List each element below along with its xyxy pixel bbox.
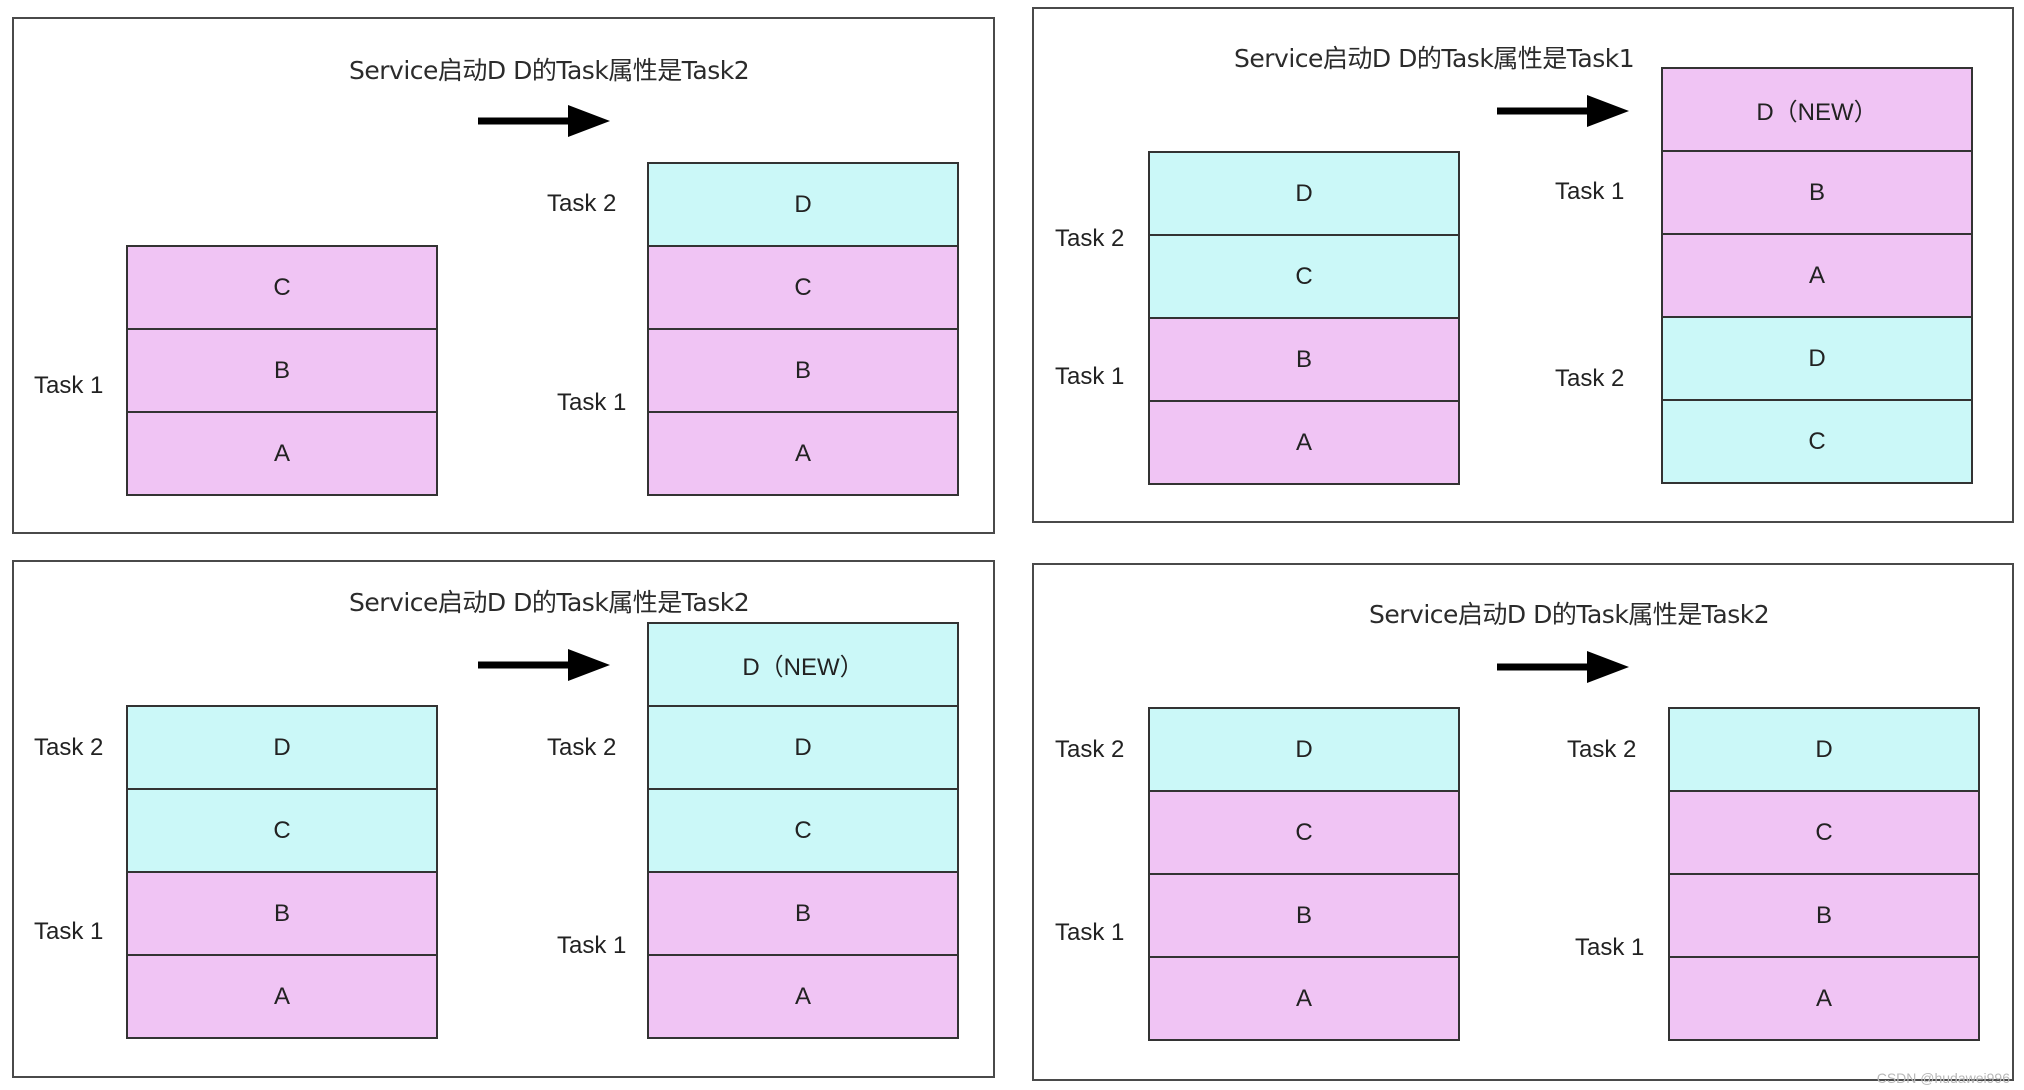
activity-b: B <box>128 873 436 956</box>
panel-2: Service启动D D的Task属性是Task1 Task 2 Task 1 … <box>1032 7 2014 523</box>
panel-1: Service启动D D的Task属性是Task2 Task 1 C B A T… <box>12 17 995 534</box>
activity-d: D <box>1150 153 1458 236</box>
activity-d: D <box>1663 318 1971 401</box>
task-label: Task 1 <box>34 372 104 399</box>
activity-a: A <box>1150 958 1458 1039</box>
activity-d-new: D（NEW） <box>1663 69 1971 152</box>
task-label: Task 2 <box>1055 225 1125 252</box>
task-label: Task 2 <box>547 734 617 761</box>
task-label: Task 1 <box>1055 363 1125 390</box>
activity-b: B <box>1663 152 1971 235</box>
activity-b: B <box>649 873 957 956</box>
activity-a: A <box>128 413 436 494</box>
activity-c: C <box>649 790 957 873</box>
activity-b: B <box>1150 875 1458 958</box>
activity-a: A <box>1150 402 1458 483</box>
activity-a: A <box>1670 958 1978 1039</box>
activity-c: C <box>1663 401 1971 482</box>
activity-b: B <box>1670 875 1978 958</box>
task-label: Task 2 <box>1567 736 1637 763</box>
task-label: Task 2 <box>34 734 104 761</box>
panel-4: Service启动D D的Task属性是Task2 Task 2 Task 1 … <box>1032 563 2014 1081</box>
activity-c: C <box>1150 236 1458 319</box>
right-stack: D（NEW） D C B A <box>647 622 959 1039</box>
arrow-right-icon <box>1497 651 1629 683</box>
activity-d-new: D（NEW） <box>649 624 957 707</box>
left-stack: D C B A <box>126 705 438 1039</box>
activity-c: C <box>1150 792 1458 875</box>
task-label: Task 1 <box>34 918 104 945</box>
panel-title: Service启动D D的Task属性是Task1 <box>1234 44 1635 73</box>
left-stack: C B A <box>126 245 438 496</box>
task-label: Task 1 <box>1575 934 1645 961</box>
task-label: Task 1 <box>1055 919 1125 946</box>
activity-b: B <box>128 330 436 413</box>
arrow-right-icon <box>478 105 610 137</box>
activity-b: B <box>649 330 957 413</box>
activity-a: A <box>649 413 957 494</box>
panel-title: Service启动D D的Task属性是Task2 <box>1369 600 1770 629</box>
activity-c: C <box>1670 792 1978 875</box>
right-stack: D（NEW） B A D C <box>1661 67 1973 484</box>
activity-d: D <box>1150 709 1458 792</box>
panel-title: Service启动D D的Task属性是Task2 <box>349 588 750 617</box>
arrow-right-icon <box>1497 95 1629 127</box>
activity-d: D <box>649 164 957 247</box>
left-stack: D C B A <box>1148 151 1460 485</box>
activity-a: A <box>649 956 957 1037</box>
task-label: Task 1 <box>557 389 627 416</box>
activity-d: D <box>1670 709 1978 792</box>
left-stack: D C B A <box>1148 707 1460 1041</box>
activity-d: D <box>649 707 957 790</box>
task-label: Task 2 <box>547 190 617 217</box>
activity-c: C <box>128 790 436 873</box>
task-label: Task 1 <box>1555 178 1625 205</box>
activity-a: A <box>1663 235 1971 318</box>
activity-c: C <box>128 247 436 330</box>
panel-title: Service启动D D的Task属性是Task2 <box>349 56 750 85</box>
task-label: Task 2 <box>1055 736 1125 763</box>
panel-3: Service启动D D的Task属性是Task2 Task 2 Task 1 … <box>12 560 995 1078</box>
arrow-right-icon <box>478 649 610 681</box>
activity-c: C <box>649 247 957 330</box>
right-stack: D C B A <box>647 162 959 496</box>
activity-a: A <box>128 956 436 1037</box>
watermark: CSDN @hudawei996 <box>1876 1070 2010 1086</box>
task-label: Task 2 <box>1555 365 1625 392</box>
right-stack: D C B A <box>1668 707 1980 1041</box>
activity-d: D <box>128 707 436 790</box>
task-label: Task 1 <box>557 932 627 959</box>
activity-b: B <box>1150 319 1458 402</box>
